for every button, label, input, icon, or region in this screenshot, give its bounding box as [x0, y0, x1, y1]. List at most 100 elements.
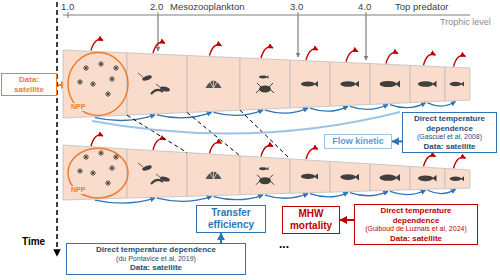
transfer-arrow — [265, 108, 308, 113]
shrimp-icon — [151, 180, 163, 184]
trophic-segment — [127, 149, 187, 198]
trophic-segment — [240, 58, 290, 110]
phytoplankton-icon — [98, 150, 104, 156]
phytoplankton-icon — [83, 154, 89, 160]
shell-icon — [210, 80, 218, 88]
box-text: Direct temperature dependence — [358, 206, 474, 225]
callout-arrow — [392, 140, 402, 142]
fish-icon — [461, 176, 464, 181]
level-pointer — [157, 17, 158, 51]
fish-icon — [395, 80, 400, 87]
fish-icon — [418, 81, 433, 87]
npp-label: NPP — [70, 186, 86, 194]
transfer-arrow — [310, 106, 348, 111]
transfer-arrow — [310, 193, 348, 197]
box-text: Direct temperature dependence — [70, 245, 242, 255]
phytoplankton-icon — [77, 168, 83, 174]
trophic-segment — [187, 55, 240, 112]
box-text: Data: satellite — [406, 142, 493, 152]
mortality-arrow — [424, 54, 436, 65]
time-axis — [56, 2, 58, 256]
copepod-icon — [156, 174, 161, 178]
level-pointer — [297, 17, 298, 57]
mortality-arrow — [261, 146, 273, 157]
citation-text: (Gascuel et al, 2008) — [406, 133, 493, 141]
transfer-arrow — [390, 190, 426, 194]
mortality-arrow — [424, 156, 436, 167]
copepod-icon — [156, 84, 161, 88]
trophic-segment — [370, 64, 410, 105]
copepod-icon — [138, 163, 143, 167]
fish-icon — [355, 81, 359, 88]
axis-category: Top predator — [395, 2, 448, 13]
fish-icon — [259, 167, 267, 170]
process-box: Transfer efficiency — [196, 205, 266, 233]
citation-text: (Guiboud de Luznais et al, 2024) — [358, 225, 474, 233]
box-text: Transfer efficiency — [200, 207, 262, 231]
trophic-segment — [330, 161, 370, 192]
fish-icon — [380, 175, 397, 181]
fish-icon — [395, 174, 400, 181]
mortality-arrow — [454, 56, 466, 67]
box-text: Data: satellite — [358, 234, 474, 244]
box-text: Flow kinetic — [328, 136, 388, 147]
mortality-arrow — [386, 53, 398, 64]
mortality-arrow — [210, 142, 222, 153]
fish-icon — [450, 82, 462, 86]
axis-value: 4.0 — [358, 2, 371, 13]
fish-icon — [461, 81, 464, 86]
box-text: Direct temperature dependence — [406, 114, 493, 133]
shell-icon — [210, 171, 218, 179]
fish-icon — [418, 175, 433, 181]
fish-icon — [301, 81, 315, 86]
trophic-segment — [445, 168, 470, 188]
trophic-segment — [410, 65, 445, 102]
fish-icon — [450, 177, 462, 181]
phytoplankton-icon — [109, 165, 115, 171]
ellipsis-note: ... — [279, 238, 289, 252]
phytoplankton-icon — [105, 91, 111, 97]
fish-icon — [432, 175, 436, 182]
npp-oval — [68, 148, 128, 198]
copepod-icon — [138, 73, 143, 77]
fish-icon — [259, 76, 267, 79]
phytoplankton-icon — [105, 180, 111, 186]
axis-title: Trophic level — [440, 17, 491, 27]
shrimp-icon — [151, 90, 163, 94]
mortality-arrow — [91, 135, 103, 146]
phytoplankton-icon — [113, 154, 119, 160]
fish-icon — [266, 75, 268, 78]
copepod-icon — [142, 164, 153, 172]
npp-label: NPP — [70, 103, 86, 111]
time-link — [240, 110, 290, 159]
transfer-arrow — [428, 189, 456, 193]
copepod-icon — [142, 74, 153, 82]
time-link — [127, 115, 187, 152]
mortality-arrow — [261, 47, 273, 58]
transfer-arrow — [157, 197, 212, 202]
trophic-segment — [330, 62, 370, 106]
fish-icon — [314, 81, 318, 87]
axis-category: Mesozooplankton — [170, 2, 244, 13]
phytoplankton-icon — [90, 81, 96, 87]
transfer-arrow — [390, 103, 426, 108]
mortality-arrow — [153, 139, 165, 150]
phytoplankton-icon — [113, 65, 119, 71]
phytoplankton-icon — [83, 65, 89, 71]
fish-icon — [301, 174, 315, 179]
transfer-arrow — [95, 115, 155, 121]
citation-text: (du Pontavice et al, 2019) — [70, 255, 242, 263]
phytoplankton-icon — [109, 76, 115, 82]
trophic-segment — [187, 153, 240, 197]
axis-value: 2.0 — [150, 2, 163, 13]
mortality-arrow — [210, 45, 222, 56]
mortality-arrow — [91, 40, 103, 51]
transfer-arrow — [95, 198, 155, 203]
npp-oval — [68, 53, 128, 116]
shell-icon — [206, 81, 222, 89]
box-text: Data: satellite — [70, 263, 242, 273]
phytoplankton-icon — [90, 170, 96, 176]
trophic-segment — [445, 67, 470, 101]
trophic-segment — [63, 50, 127, 118]
